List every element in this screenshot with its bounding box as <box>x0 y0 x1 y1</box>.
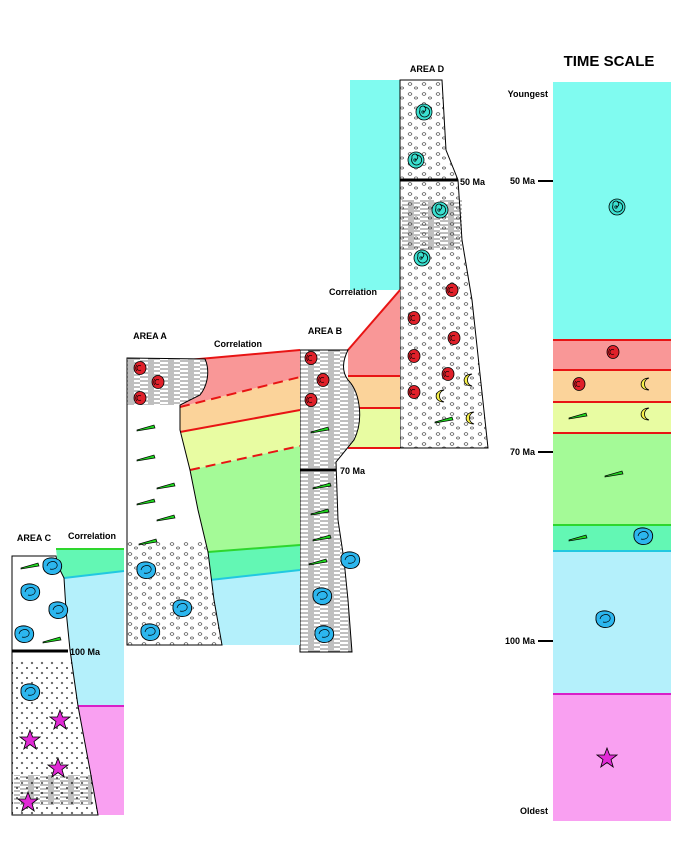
tick-label-50: 50 Ma <box>510 176 536 186</box>
ammonite-red-icon <box>445 283 459 297</box>
area-a-boundary <box>187 349 301 361</box>
time-scale: TIME SCALE Youngest Oldest 50 Ma 70 Ma 1… <box>505 53 671 821</box>
area-a-label: AREA A <box>133 331 167 341</box>
oyster-blue-icon <box>14 625 35 643</box>
ammonite-cyan-icon <box>407 151 425 169</box>
ammonite-red-icon <box>316 373 330 387</box>
oyster-blue-icon <box>20 683 41 701</box>
area-a-correlation-band-red <box>178 350 300 407</box>
area-a-boundary-dashed <box>179 376 301 408</box>
oyster-blue-icon <box>172 599 193 617</box>
area-d-age-label: 50 Ma <box>460 177 486 187</box>
area-a-boundary <box>179 409 301 433</box>
oyster-blue-icon <box>20 583 41 601</box>
ammonite-red-icon <box>407 311 421 325</box>
area-a-correlation-band-green <box>190 446 300 552</box>
oyster-blue-icon <box>340 551 361 569</box>
oyster-blue-icon <box>595 610 616 628</box>
ts-band-teal <box>553 525 671 551</box>
ts-band-green <box>553 433 671 525</box>
ammonite-red-icon <box>407 349 421 363</box>
area-c-boundary <box>63 570 125 579</box>
oyster-blue-icon <box>136 561 157 579</box>
area-a: Correlation AREA A <box>126 331 301 646</box>
area-a-boundary-dashed <box>189 445 301 471</box>
ammonite-red-icon <box>304 393 318 407</box>
area-d: 50 Ma AREA D <box>350 64 489 449</box>
youngest-label: Youngest <box>508 89 548 99</box>
area-c-correlation-band-teal <box>56 549 124 578</box>
area-c-correlation-band-blue <box>64 571 124 706</box>
ammonite-red-icon <box>441 367 455 381</box>
ammonite-red-icon <box>407 385 421 399</box>
area-c-correlation-band-pink <box>78 706 124 815</box>
oyster-blue-icon <box>48 601 69 619</box>
area-a-correlation-band-blue <box>210 570 300 645</box>
area-b-correlation-label: Correlation <box>329 287 377 297</box>
area-b-correlation-band-red <box>348 290 400 376</box>
time-scale-title: TIME SCALE <box>564 53 655 70</box>
area-d-correlation-band-cyan <box>350 80 400 290</box>
oyster-blue-icon <box>314 625 335 643</box>
oyster-blue-icon <box>312 587 333 605</box>
area-a-correlation-band-orange <box>180 377 300 432</box>
oyster-blue-icon <box>42 557 63 575</box>
ammonite-red-icon <box>133 391 147 405</box>
oyster-blue-icon <box>633 527 654 545</box>
area-c-label: AREA C <box>17 533 52 543</box>
area-a-boundary <box>207 544 301 553</box>
area-a-correlation-band-teal <box>208 545 300 580</box>
area-c: Correlation 100 Ma AREA C <box>11 531 125 816</box>
ammonite-red-icon <box>447 331 461 345</box>
ammonite-red-icon <box>151 375 165 389</box>
ts-band-orange <box>553 370 671 402</box>
ammonite-red-icon <box>133 361 147 375</box>
ammonite-red-icon <box>304 351 318 365</box>
area-b-boundary <box>347 289 401 351</box>
area-c-correlation-label: Correlation <box>68 531 116 541</box>
area-b-texture <box>300 350 360 652</box>
area-d-texture <box>400 80 488 448</box>
area-b: Correlation 70 Ma AREA B <box>299 287 401 653</box>
oyster-blue-icon <box>140 623 161 641</box>
ammonite-red-icon <box>606 345 620 359</box>
ammonite-cyan-icon <box>415 103 433 121</box>
area-d-label: AREA D <box>410 64 445 74</box>
tick-label-100: 100 Ma <box>505 636 536 646</box>
area-a-correlation-band-lime <box>180 410 300 470</box>
area-b-age-label: 70 Ma <box>340 466 366 476</box>
ammonite-red-icon <box>572 377 586 391</box>
area-a-boundary <box>209 569 301 581</box>
ammonite-cyan-icon <box>431 201 449 219</box>
tick-label-70: 70 Ma <box>510 447 536 457</box>
area-a-correlation-label: Correlation <box>214 339 262 349</box>
oldest-label: Oldest <box>520 806 548 816</box>
ammonite-cyan-icon <box>608 198 626 216</box>
area-a-laminae <box>127 358 208 405</box>
area-c-age-label: 100 Ma <box>70 647 101 657</box>
ammonite-cyan-icon <box>413 249 431 267</box>
area-b-label: AREA B <box>308 326 343 336</box>
